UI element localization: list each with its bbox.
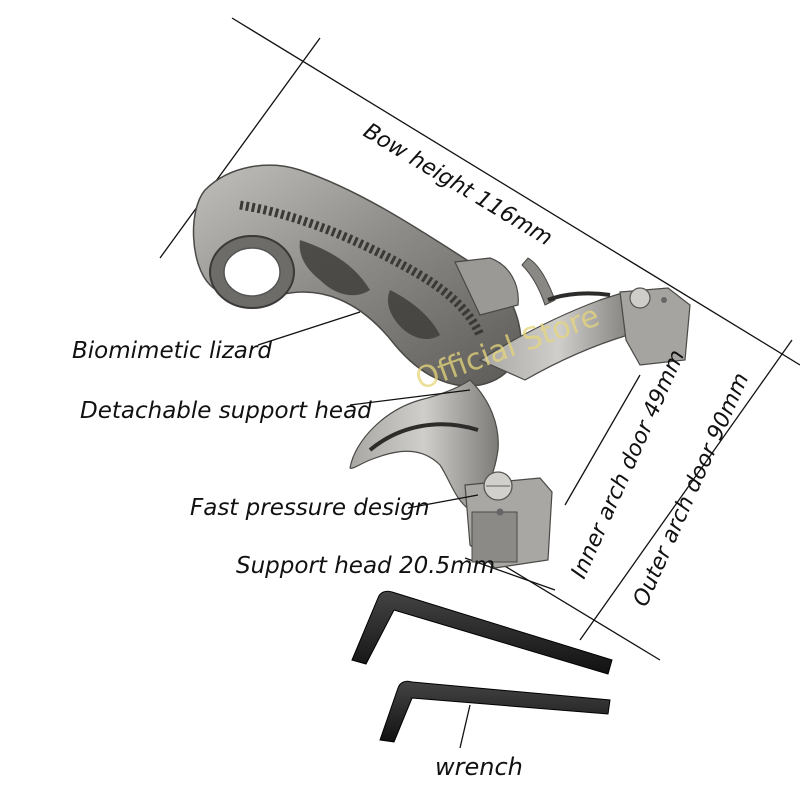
wrenches: [351, 590, 613, 743]
lizard-pointer: [257, 311, 361, 346]
wrench-label: wrench: [435, 753, 523, 781]
lizard-pattern: [299, 240, 440, 340]
outer-arch-line: [579, 339, 793, 641]
fork-arm-far-slot: [547, 291, 611, 302]
fork-arm-near-slot: [368, 422, 479, 452]
wrench-small: [379, 680, 611, 743]
bow-height-tick-left: [159, 37, 321, 259]
wrench-pointer: [459, 704, 471, 749]
grip-ring-hole: [223, 247, 281, 297]
fast-pressure-design-label: Fast pressure design: [190, 495, 430, 521]
dimension-lines: [159, 17, 800, 661]
screw-far-small-icon: [661, 297, 667, 303]
slingshot: [192, 164, 691, 569]
slingshot-rear-block: [454, 257, 519, 316]
fork-arm-far-hook: [521, 257, 556, 306]
wrench-large: [351, 590, 613, 675]
biomimetic-lizard-label: Biomimetic lizard: [72, 338, 272, 364]
detachable-pointer: [349, 389, 471, 406]
bow-height-line: [231, 17, 800, 366]
label-pointers: [257, 311, 479, 749]
screw-near-small-icon: [496, 508, 504, 516]
support-head-pointer: [464, 557, 556, 591]
lizard-spine: [239, 200, 485, 337]
screw-far-icon: [629, 287, 651, 309]
inner-arch-line: [564, 374, 641, 506]
fast-pressure-pointer: [407, 494, 479, 509]
support-head-near-face: [471, 511, 518, 563]
fork-arm-near: [349, 379, 499, 511]
support-head-label: Support head 20.5mm: [236, 553, 495, 579]
detachable-support-head-label: Detachable support head: [80, 398, 372, 424]
